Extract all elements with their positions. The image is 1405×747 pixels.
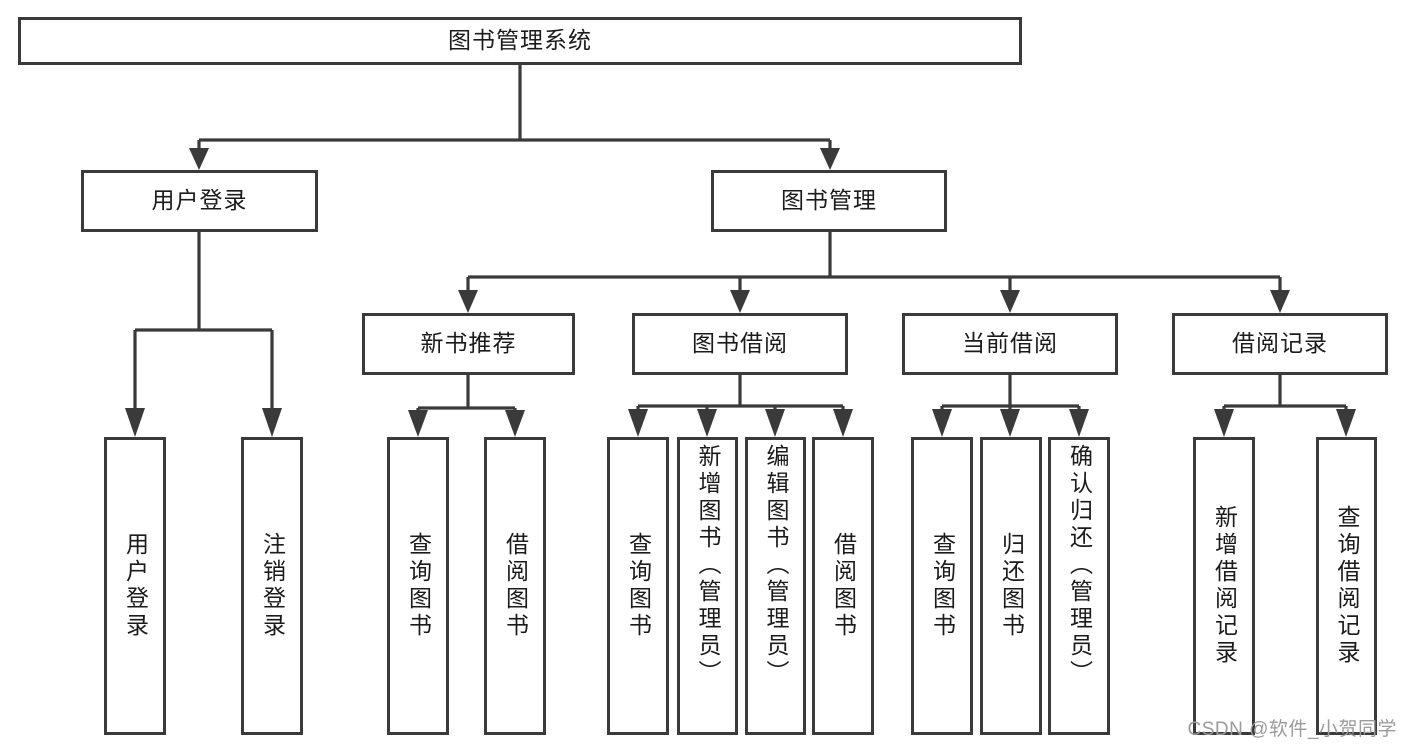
node-user-login[interactable]: 用户登录 [81, 170, 318, 232]
leaf-confirm-return-admin-label: 确认归还（管理员） [1066, 444, 1093, 687]
leaf-query-book-current-label: 查询图书 [929, 532, 956, 640]
leaf-edit-book-admin-label: 编辑图书（管理员） [763, 444, 789, 687]
leaf-query-book-recommend[interactable]: 查询图书 [387, 437, 449, 735]
node-root-label: 图书管理系统 [448, 27, 592, 54]
node-book-management-label: 图书管理 [781, 187, 877, 214]
leaf-add-borrow-record[interactable]: 新增借阅记录 [1193, 437, 1255, 735]
node-new-book-recommend-label: 新书推荐 [420, 330, 517, 357]
leaf-add-book-admin[interactable]: 新增图书（管理员） [677, 437, 738, 735]
leaf-borrow-book-recommend-label: 借阅图书 [502, 532, 529, 640]
leaf-borrow-book-recommend[interactable]: 借阅图书 [484, 437, 546, 735]
leaf-logout-login-label: 注销登录 [259, 532, 286, 640]
leaf-borrow-book[interactable]: 借阅图书 [812, 437, 874, 735]
node-book-borrow[interactable]: 图书借阅 [632, 313, 848, 375]
node-root[interactable]: 图书管理系统 [18, 17, 1022, 65]
leaf-return-book-label: 归还图书 [998, 532, 1025, 640]
leaf-edit-book-admin[interactable]: 编辑图书（管理员） [745, 437, 806, 735]
leaf-query-book-borrow-label: 查询图书 [625, 532, 652, 640]
node-book-borrow-label: 图书借阅 [692, 330, 788, 357]
leaf-borrow-book-label: 借阅图书 [830, 532, 857, 640]
leaf-query-book-borrow[interactable]: 查询图书 [607, 437, 669, 735]
leaf-query-borrow-record[interactable]: 查询借阅记录 [1316, 437, 1377, 735]
watermark-text: CSDN @软件_小贺同学 [1187, 719, 1397, 740]
leaf-user-login[interactable]: 用户登录 [104, 437, 166, 735]
node-user-login-label: 用户登录 [151, 187, 248, 214]
leaf-confirm-return-admin[interactable]: 确认归还（管理员） [1048, 437, 1110, 735]
leaf-user-login-label: 用户登录 [122, 532, 149, 640]
node-current-borrow[interactable]: 当前借阅 [902, 313, 1118, 375]
node-book-management[interactable]: 图书管理 [711, 170, 947, 232]
leaf-add-book-admin-label: 新增图书（管理员） [695, 444, 721, 687]
leaf-return-book[interactable]: 归还图书 [980, 437, 1042, 735]
leaf-query-book-recommend-label: 查询图书 [405, 532, 432, 640]
leaf-logout-login[interactable]: 注销登录 [241, 437, 303, 735]
leaf-query-book-current[interactable]: 查询图书 [911, 437, 973, 735]
leaf-add-borrow-record-label: 新增借阅记录 [1211, 505, 1238, 667]
node-borrow-record-label: 借阅记录 [1232, 330, 1328, 357]
node-new-book-recommend[interactable]: 新书推荐 [362, 313, 575, 375]
leaf-query-borrow-record-label: 查询借阅记录 [1334, 505, 1360, 667]
node-borrow-record[interactable]: 借阅记录 [1172, 313, 1388, 375]
node-current-borrow-label: 当前借阅 [962, 330, 1058, 357]
